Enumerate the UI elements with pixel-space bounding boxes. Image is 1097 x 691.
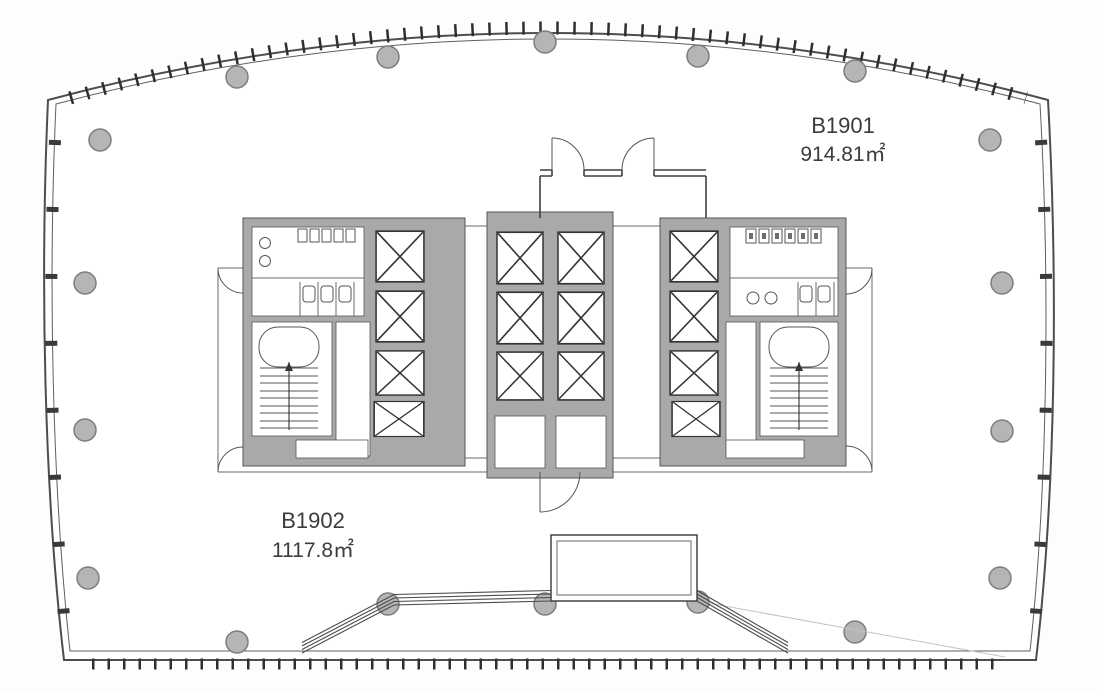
elevator bbox=[496, 351, 544, 401]
elevator bbox=[373, 400, 425, 438]
entry-door-right bbox=[621, 137, 655, 171]
left-core-lobby bbox=[295, 439, 369, 459]
unit-b1901-id: B1901 bbox=[811, 113, 875, 138]
door-swing-arc bbox=[845, 445, 873, 473]
left-core-corridor bbox=[335, 321, 371, 457]
right-restroom bbox=[729, 226, 839, 317]
column bbox=[225, 630, 249, 654]
elevator bbox=[557, 291, 605, 345]
door-swing-arc bbox=[217, 446, 244, 473]
window-mullion-ticks bbox=[45, 21, 1053, 670]
column bbox=[73, 271, 97, 295]
entry-door-left bbox=[551, 137, 585, 171]
door-swing-arc bbox=[539, 471, 581, 513]
core-corridor-outline bbox=[217, 225, 873, 473]
right-core-corridor bbox=[725, 321, 757, 457]
column bbox=[76, 566, 100, 590]
column bbox=[533, 30, 557, 54]
column bbox=[73, 418, 97, 442]
elevator bbox=[375, 290, 425, 343]
elevator bbox=[669, 350, 719, 396]
middle-core-service-room bbox=[555, 415, 607, 469]
right-stair bbox=[768, 326, 830, 430]
column bbox=[88, 128, 112, 152]
bottom-corridor-door bbox=[539, 471, 581, 513]
right-core bbox=[659, 217, 847, 467]
column bbox=[988, 566, 1012, 590]
column bbox=[843, 59, 867, 83]
unit-b1902-id: B1902 bbox=[281, 508, 345, 533]
middle-core-service-room bbox=[494, 415, 546, 469]
canopy-hatch-right bbox=[696, 590, 789, 654]
elevator bbox=[375, 350, 425, 396]
envelope-inner-wall bbox=[51, 38, 1047, 652]
stair-direction-arrow bbox=[285, 362, 293, 371]
column bbox=[843, 620, 867, 644]
bottom-canopy bbox=[301, 534, 1006, 658]
column bbox=[376, 45, 400, 69]
column bbox=[990, 419, 1014, 443]
elevator bbox=[375, 230, 425, 283]
elevator bbox=[671, 400, 721, 438]
canopy-deck bbox=[550, 534, 698, 602]
unit-b1902-area: 1117.8㎡ bbox=[272, 538, 354, 562]
column bbox=[990, 271, 1014, 295]
door-swing-arc bbox=[551, 137, 585, 171]
canopy-hatch-left bbox=[301, 589, 552, 654]
door-swing-arc bbox=[621, 137, 655, 171]
elevator bbox=[496, 231, 544, 285]
door-swing-arc bbox=[217, 267, 244, 294]
column bbox=[225, 65, 249, 89]
unit-labels: B1901 914.81㎡ B1902 1117.8㎡ bbox=[272, 113, 886, 562]
elevator bbox=[496, 291, 544, 345]
right-restroom-fixtures bbox=[730, 228, 838, 316]
middle-core bbox=[486, 211, 614, 479]
door-swing-arc bbox=[845, 267, 873, 295]
column bbox=[686, 44, 710, 68]
right-core-lobby bbox=[725, 439, 805, 459]
elevator bbox=[557, 231, 605, 285]
elevator bbox=[669, 290, 719, 343]
unit-b1901-area: 914.81㎡ bbox=[800, 142, 885, 166]
top-vestibule bbox=[539, 137, 707, 218]
left-restroom bbox=[251, 226, 365, 317]
column bbox=[978, 128, 1002, 152]
left-stair bbox=[258, 326, 320, 430]
left-core-elevators bbox=[373, 230, 425, 438]
elevator bbox=[557, 351, 605, 401]
stair-direction-arrow bbox=[795, 362, 803, 371]
elevator bbox=[669, 230, 719, 283]
left-restroom-fixtures bbox=[252, 228, 364, 316]
right-core-elevators bbox=[669, 230, 721, 438]
left-core bbox=[242, 217, 466, 467]
left-stair-room bbox=[251, 321, 333, 437]
